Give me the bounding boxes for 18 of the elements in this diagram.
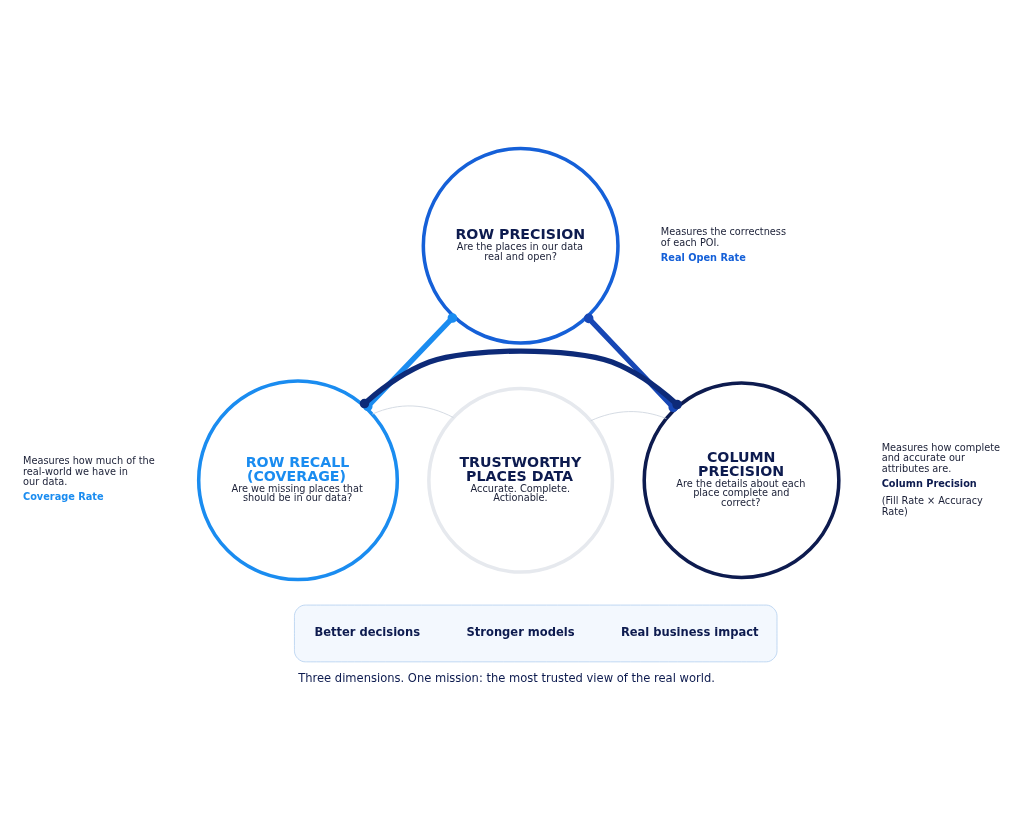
node-label: (Fill Rate × Accuracy Rate): [881, 494, 983, 517]
node-text: Stronger models: [466, 624, 575, 639]
node-label: Column Precision: [881, 477, 977, 489]
cluster: [294, 604, 778, 662]
node-label: Measures how much of the real-world we have in our data.: [23, 454, 155, 487]
node-circle: TRUSTWORTHY PLACES DATA Accurate. Complete. Actionable.: [427, 386, 615, 574]
node-label: Measures how complete and accurate our attributes are.: [881, 441, 1001, 474]
node-label: Measures the correctness of each POI.: [660, 225, 787, 248]
connector: [590, 410, 667, 421]
connector: [371, 405, 454, 418]
node-text: Real business impact: [620, 624, 759, 639]
caption: Three dimensions. One mission: the most trusted view of the real world.: [298, 670, 715, 685]
node-label: Coverage Rate: [23, 490, 104, 502]
node-circle: ROW RECALL (COVERAGE) Are we missing places that should be in our data?: [196, 378, 400, 581]
node-text: Better decisions: [314, 624, 421, 639]
node-label: Real Open Rate: [660, 251, 746, 263]
node-circle: COLUMN PRECISION Are the details about each place complete and correct?: [642, 380, 841, 579]
node-circle: ROW PRECISION Are the places in our data real and open?: [421, 146, 620, 345]
